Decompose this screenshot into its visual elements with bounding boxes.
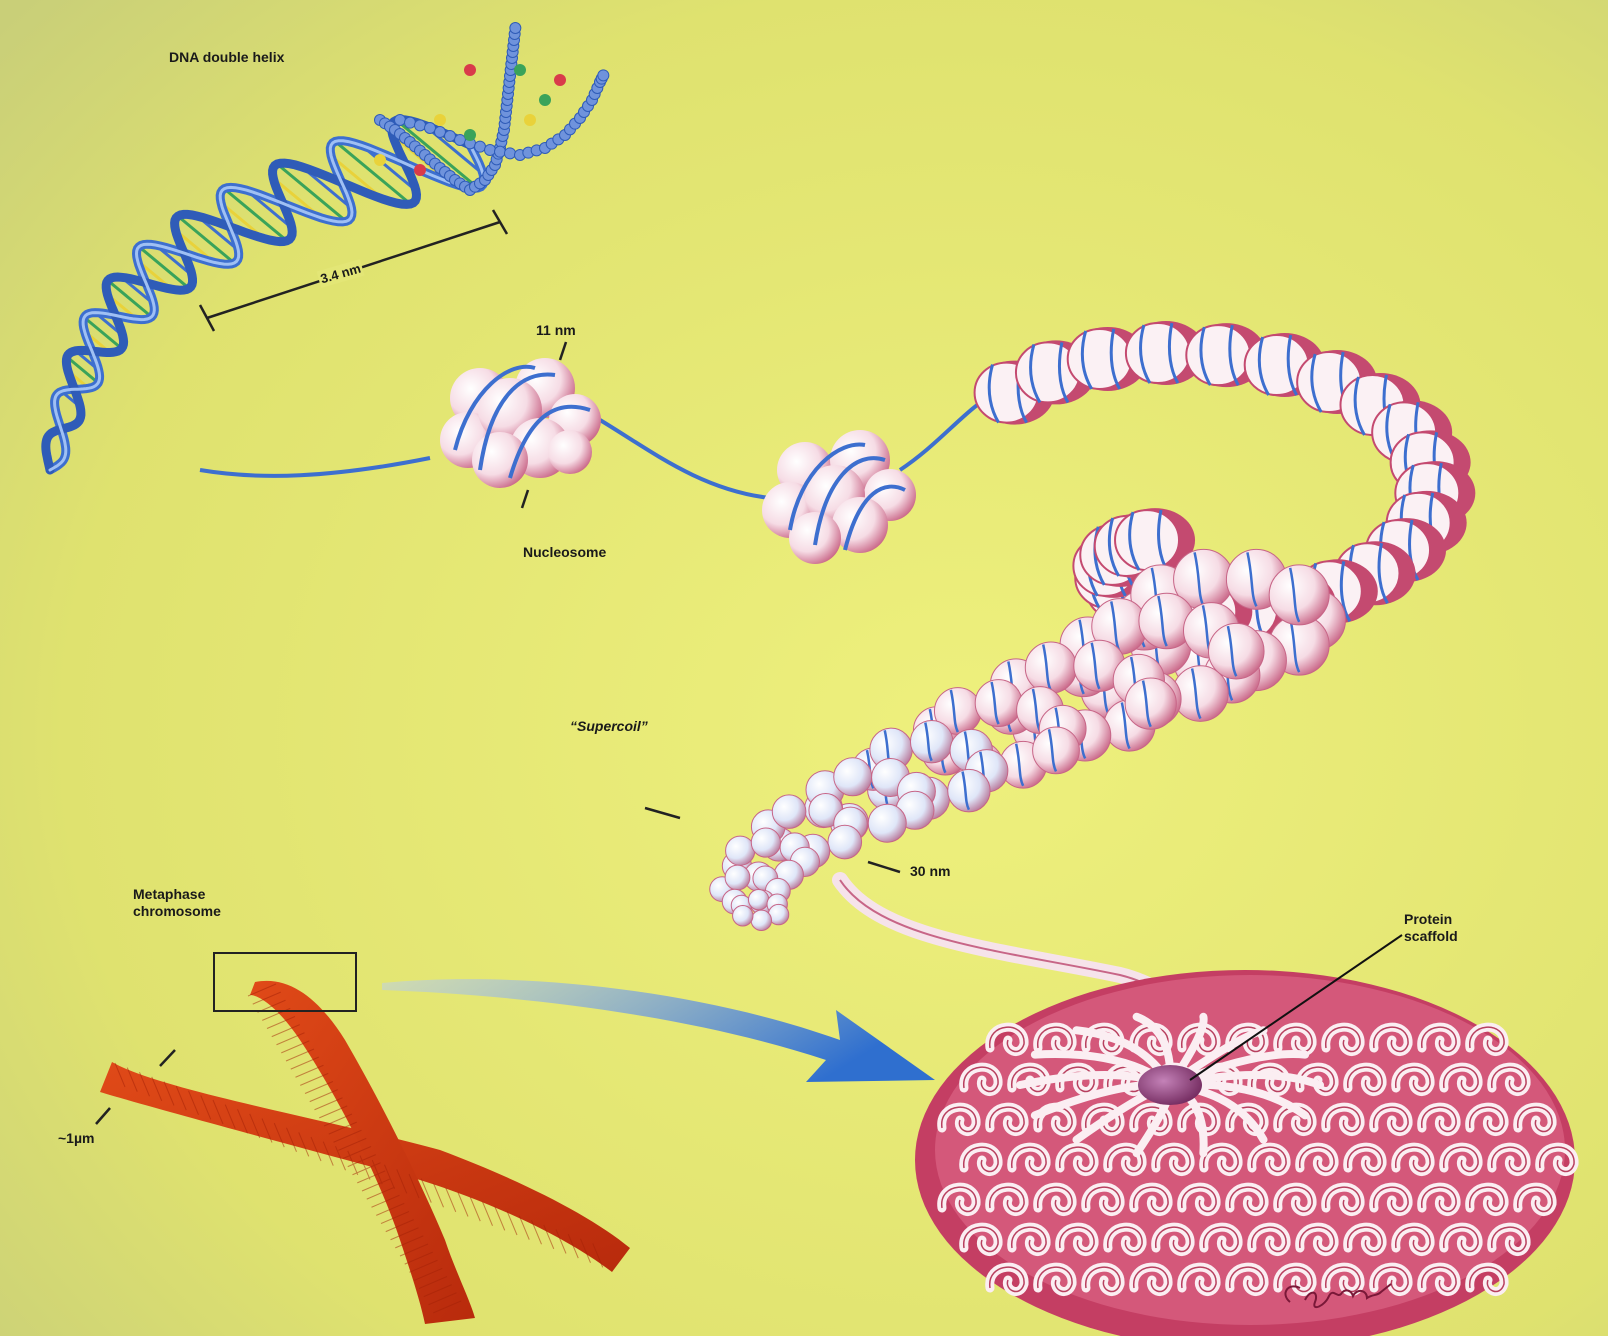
protein-scaffold-label-line-2: scaffold bbox=[1404, 928, 1458, 945]
protein-scaffold-core bbox=[1138, 1065, 1202, 1105]
nucleosome-label: Nucleosome bbox=[523, 544, 606, 561]
protein-scaffold-label: Protein scaffold bbox=[1404, 911, 1458, 945]
metaphase-chromosome-label: Metaphase chromosome bbox=[133, 886, 221, 920]
nucleosome-width-label: 11 nm bbox=[536, 322, 576, 339]
looped-chromatin-mass bbox=[915, 970, 1575, 1336]
metaphase-chromosome-label-line-1: Metaphase bbox=[133, 886, 221, 903]
supercoil-label: “Supercoil” bbox=[570, 718, 648, 735]
chromosome-width-label: ~1µm bbox=[58, 1130, 94, 1147]
fiber-width-label: 30 nm bbox=[910, 863, 950, 880]
metaphase-chromosome-label-line-2: chromosome bbox=[133, 903, 221, 920]
protein-scaffold-label-line-1: Protein bbox=[1404, 911, 1458, 928]
dna-double-helix-label: DNA double helix bbox=[169, 49, 284, 66]
